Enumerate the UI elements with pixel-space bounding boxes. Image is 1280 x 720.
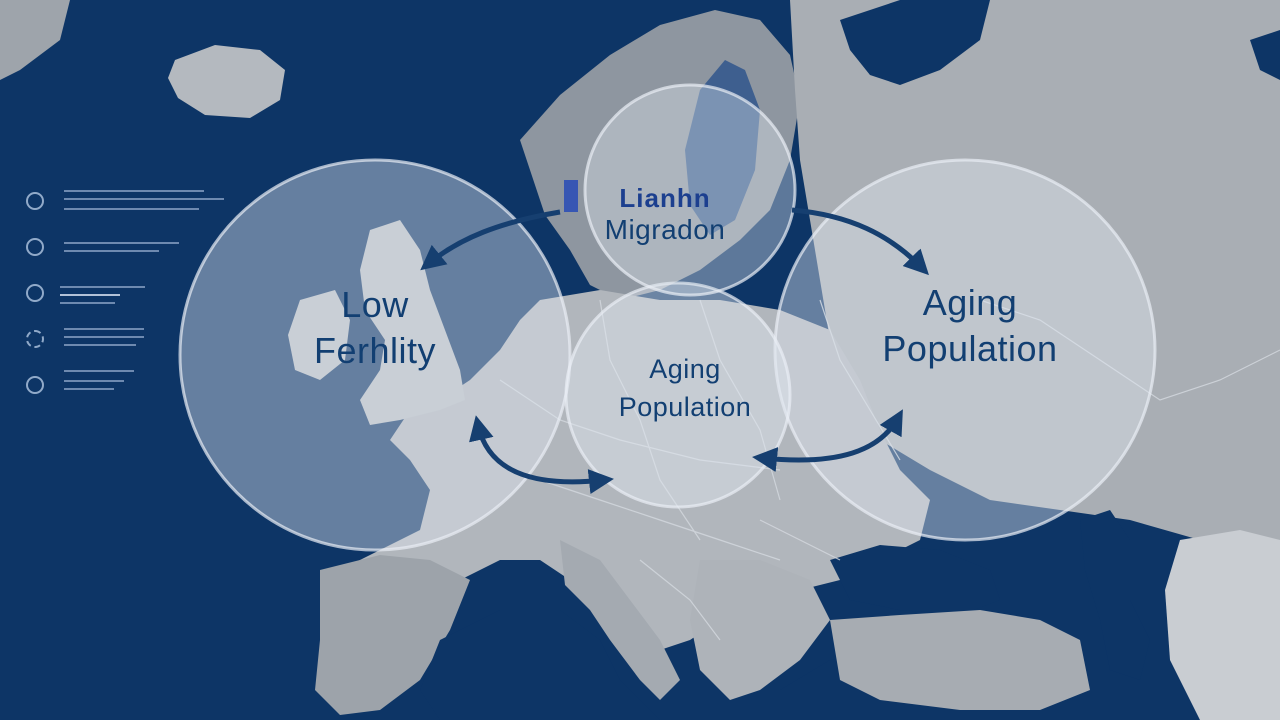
arrow-migration-to-low-fertility xyxy=(420,209,561,271)
loading-icon xyxy=(26,330,44,348)
landmass-iceland xyxy=(168,45,285,118)
legend-line xyxy=(64,198,224,200)
legend-line xyxy=(64,242,179,244)
legend-line xyxy=(64,380,124,382)
label-line: Lianhn xyxy=(619,183,711,213)
label-line: Migradon xyxy=(604,214,726,245)
circle-aging-center xyxy=(564,281,792,509)
sea-black xyxy=(830,545,1000,615)
legend-line xyxy=(60,302,115,304)
sea-caspian xyxy=(1080,510,1150,680)
sea-barents xyxy=(840,0,990,85)
label-line: Aging xyxy=(922,282,1018,323)
landmass-great-britain xyxy=(360,220,465,425)
legend-row xyxy=(22,370,222,416)
legend-line xyxy=(64,190,204,192)
label-aging-right: Aging Population xyxy=(850,280,1090,372)
landmass-greenland xyxy=(0,0,70,80)
circle-migration xyxy=(583,83,797,297)
arrow-migration-to-aging-right xyxy=(791,207,929,276)
label-low-fertility: Low Ferhlity xyxy=(280,282,470,374)
legend-line xyxy=(64,336,144,338)
landmass-russia xyxy=(790,0,1280,560)
landmass-italy xyxy=(560,540,680,700)
legend-line xyxy=(64,328,144,330)
legend-line xyxy=(64,370,134,372)
sea-white xyxy=(1250,30,1280,80)
target-icon xyxy=(26,284,44,302)
legend-line xyxy=(64,250,159,252)
legend-row xyxy=(22,186,224,232)
legend-line xyxy=(60,294,120,296)
sea-mediterranean xyxy=(420,610,660,720)
legend xyxy=(22,186,224,416)
landmass-finland xyxy=(685,60,760,235)
target-icon xyxy=(26,238,44,256)
label-line: Aging xyxy=(649,354,721,384)
landmass-iberia xyxy=(315,555,470,715)
label-line: Population xyxy=(882,328,1058,369)
label-line: Ferhlity xyxy=(313,330,437,371)
target-icon xyxy=(26,376,44,394)
landmass-anatolia xyxy=(830,610,1090,710)
migration-marker xyxy=(564,180,578,212)
arrow-aging-right-aging-center xyxy=(752,409,903,472)
landmass-ireland xyxy=(288,290,350,380)
label-line: Low xyxy=(341,284,409,325)
landmass-middle-east xyxy=(1165,530,1280,720)
label-migration: Lianhn Migradon xyxy=(560,182,770,246)
landmass-balkans xyxy=(690,560,830,700)
legend-row xyxy=(22,232,222,278)
label-line: Population xyxy=(618,392,752,422)
legend-line xyxy=(60,286,145,288)
legend-row xyxy=(22,324,222,370)
label-aging-center: Aging Population xyxy=(590,350,780,426)
target-icon xyxy=(26,192,44,210)
legend-line xyxy=(64,388,114,390)
arrow-low-fertility-aging-center xyxy=(469,415,614,495)
legend-line xyxy=(64,344,136,346)
legend-line xyxy=(64,208,199,210)
legend-row xyxy=(22,278,222,324)
